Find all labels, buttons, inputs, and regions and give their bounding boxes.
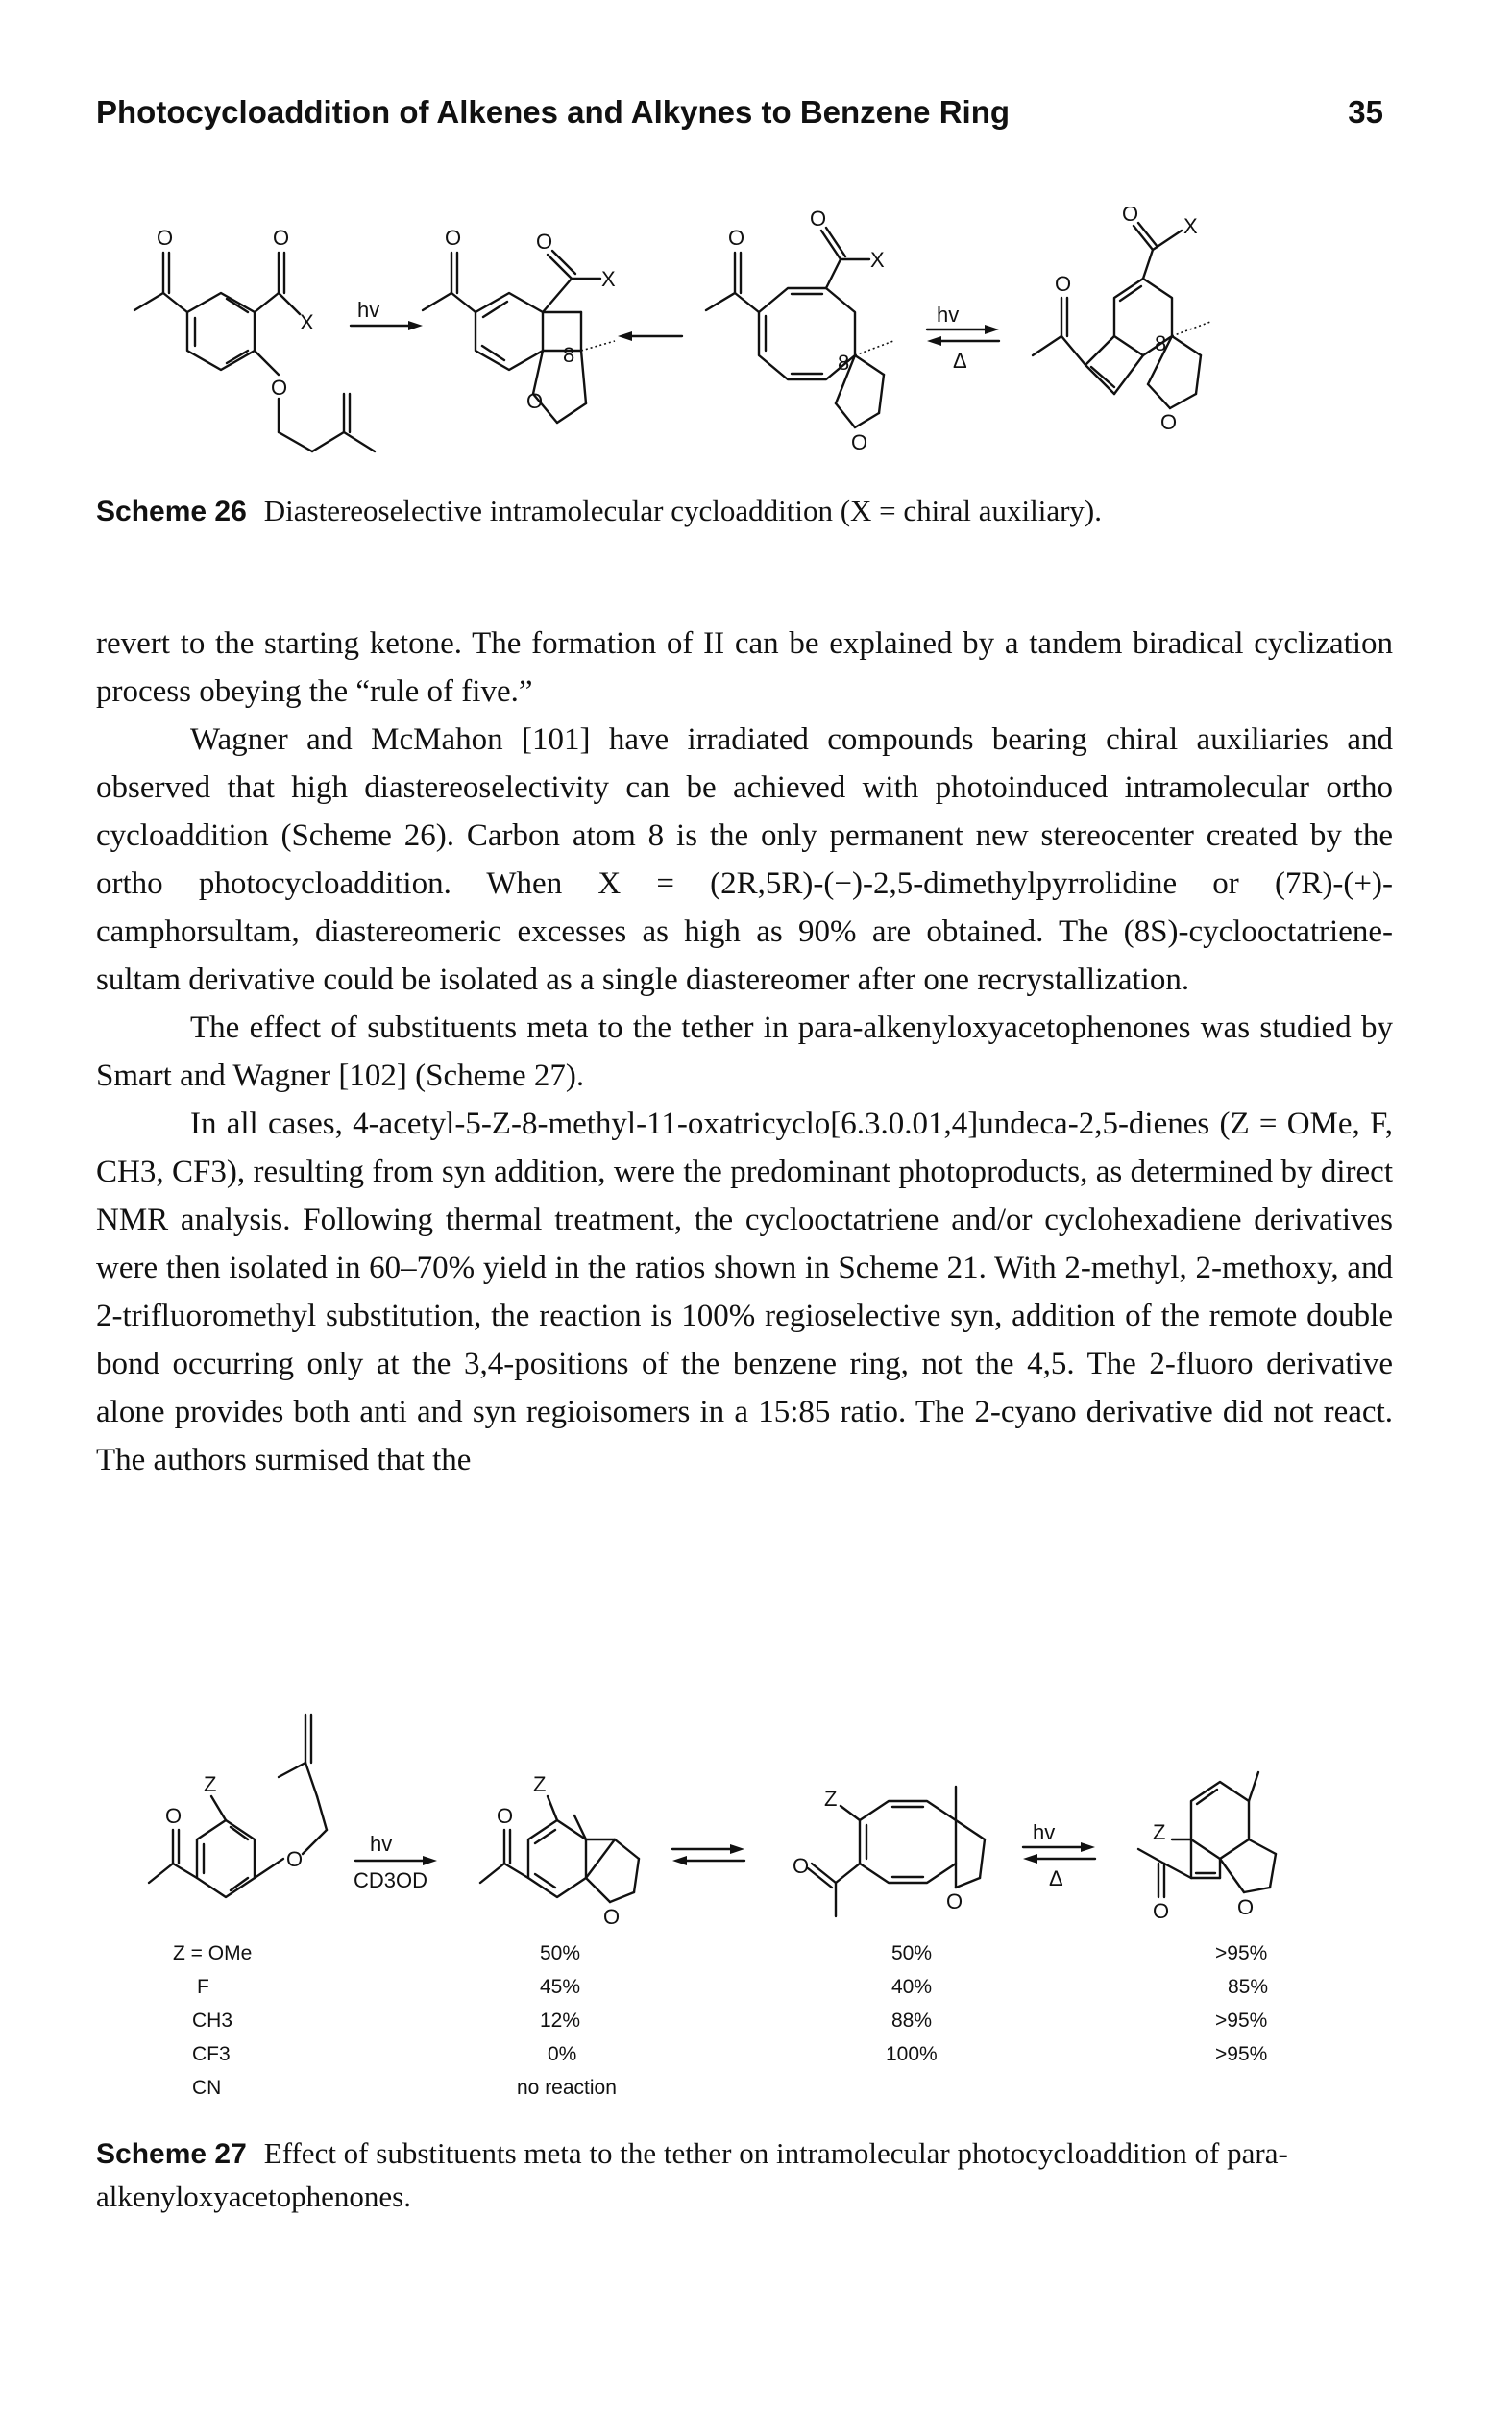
table-col2-value: 50% (891, 1942, 932, 1964)
table-z-value: CN (192, 2077, 221, 2099)
scheme-27-label: Scheme 27 (96, 2138, 247, 2170)
atom-label-o: O (603, 1905, 620, 1929)
scheme27-cyclohexadiene-structure: Z O O (1136, 1770, 1278, 1923)
atom-label-o: O (497, 1804, 513, 1828)
atom-label-o: O (286, 1847, 303, 1871)
page-number: 35 (1348, 94, 1383, 130)
atom-label-o: O (165, 1804, 182, 1828)
table-z-value: F (197, 1976, 209, 1998)
running-head: Photocycloaddition of Alkenes and Alkyne… (96, 94, 1383, 142)
table-col1-value: 0% (548, 2043, 576, 2065)
atom-label-o: O (793, 1854, 809, 1878)
scheme26-cyclooctatriene-structure: O O X 8 O (704, 207, 894, 454)
paragraph-2: Wagner and McMahon [101] have irradiated… (96, 722, 1393, 997)
atom-label-o: O (946, 1889, 963, 1913)
table-col3-value: >95% (1215, 2010, 1267, 2032)
table-col2-value: 40% (891, 1976, 932, 1998)
atom-label-o: O (273, 226, 289, 250)
atom-label-z: Z (824, 1787, 837, 1811)
scheme27-equilibrium-arrow (671, 1844, 746, 1865)
table-col3-value: 85% (1228, 1976, 1268, 1998)
scheme26-cyclobutene-structure: O X O 8 O (1031, 207, 1211, 434)
atom-label-o: O (526, 389, 543, 413)
scheme27-cyclooctatriene-structure: Z O O (793, 1785, 987, 1918)
condition-hv: hv (370, 1832, 392, 1856)
table-z-value: Z = OMe (173, 1942, 252, 1964)
atom-label-z: Z (533, 1772, 546, 1796)
table-z-value: CF3 (192, 2043, 231, 2065)
atom-label-8: 8 (838, 351, 849, 375)
atom-label-o: O (1122, 207, 1138, 226)
scheme-27-caption-text: Effect of substituents meta to the tethe… (96, 2136, 1288, 2213)
atom-label-x: X (300, 310, 314, 334)
atom-label-o: O (851, 430, 867, 454)
atom-label-o: O (728, 226, 744, 250)
atom-label-x: X (1183, 214, 1198, 238)
scheme27-arrow-hv: hv CD3OD (354, 1832, 437, 1892)
paragraph-1: revert to the starting ketone. The forma… (96, 626, 1393, 709)
condition-hv: hv (1033, 1820, 1055, 1844)
atom-label-o: O (157, 226, 173, 250)
paragraph-3: The effect of substituents meta to the t… (96, 1011, 1393, 1093)
table-col1-value: 45% (540, 1976, 580, 1998)
atom-label-8: 8 (1155, 331, 1166, 355)
atom-label-z: Z (1153, 1820, 1165, 1844)
table-col3-value: >95% (1215, 1942, 1267, 1964)
table-col3-value: >95% (1215, 2043, 1267, 2065)
condition-hv: hv (937, 303, 959, 327)
atom-label-o: O (1153, 1899, 1169, 1923)
atom-label-o: O (1055, 272, 1071, 296)
condition-delta: Δ (1049, 1866, 1063, 1890)
table-z-value: CH3 (192, 2010, 232, 2032)
atom-label-x: X (870, 248, 885, 272)
scheme26-hv-delta-arrows: hv Δ (925, 303, 1001, 373)
atom-label-o: O (271, 376, 287, 400)
scheme-26-label: Scheme 26 (96, 496, 247, 527)
scheme-26-caption: Scheme 26 Diastereoselective intramolecul… (96, 490, 1393, 533)
table-col2-value: 88% (891, 2010, 932, 2032)
scheme-26-caption-text: Diastereoselective intramolecular cycloa… (263, 494, 1102, 527)
scheme26-cycloadduct-structure: O O X 8 O (421, 226, 616, 425)
atom-label-o: O (1160, 410, 1177, 434)
atom-label-o: O (810, 207, 826, 231)
condition-delta: Δ (953, 349, 967, 373)
atom-label-o: O (445, 226, 461, 250)
scheme26-arrow-hv: hv (349, 298, 423, 330)
table-col1-value: 50% (540, 1942, 580, 1964)
table-col1-value: no reaction (517, 2077, 617, 2099)
body-text: revert to the starting ketone. The forma… (96, 620, 1393, 1484)
condition-hv: hv (357, 298, 379, 322)
paragraph-4: In all cases, 4-acetyl-5-Z-8-methyl-11-o… (96, 1107, 1393, 1477)
atom-label-o: O (1237, 1895, 1254, 1919)
table-col2-value: 100% (886, 2043, 938, 2065)
scheme-27-figure: Z O O hv CD3OD Z O O (147, 1713, 1278, 2099)
atom-label-o: O (536, 230, 552, 254)
atom-label-z: Z (204, 1772, 216, 1796)
scheme27-results-table: Z = OMe F CH3 CF3 CN 50% 45% 12% 0% no r… (173, 1942, 1268, 2099)
table-col1-value: 12% (540, 2010, 580, 2032)
running-title: Photocycloaddition of Alkenes and Alkyne… (96, 94, 1011, 130)
scheme26-reactant-structure: O O X O (133, 226, 377, 453)
scheme26-equilibrium-arrow (618, 331, 684, 341)
scheme27-reactant-structure: Z O O (147, 1713, 329, 1899)
scheme27-cycloadduct-structure: Z O O (478, 1772, 641, 1929)
atom-label-8: 8 (563, 343, 574, 367)
atom-label-x: X (601, 267, 616, 291)
scheme27-hv-delta-arrows: hv Δ (1021, 1820, 1097, 1890)
condition-solvent: CD3OD (354, 1868, 427, 1892)
scheme-26-figure: O O X O hv O O X 8 O (133, 207, 1211, 454)
